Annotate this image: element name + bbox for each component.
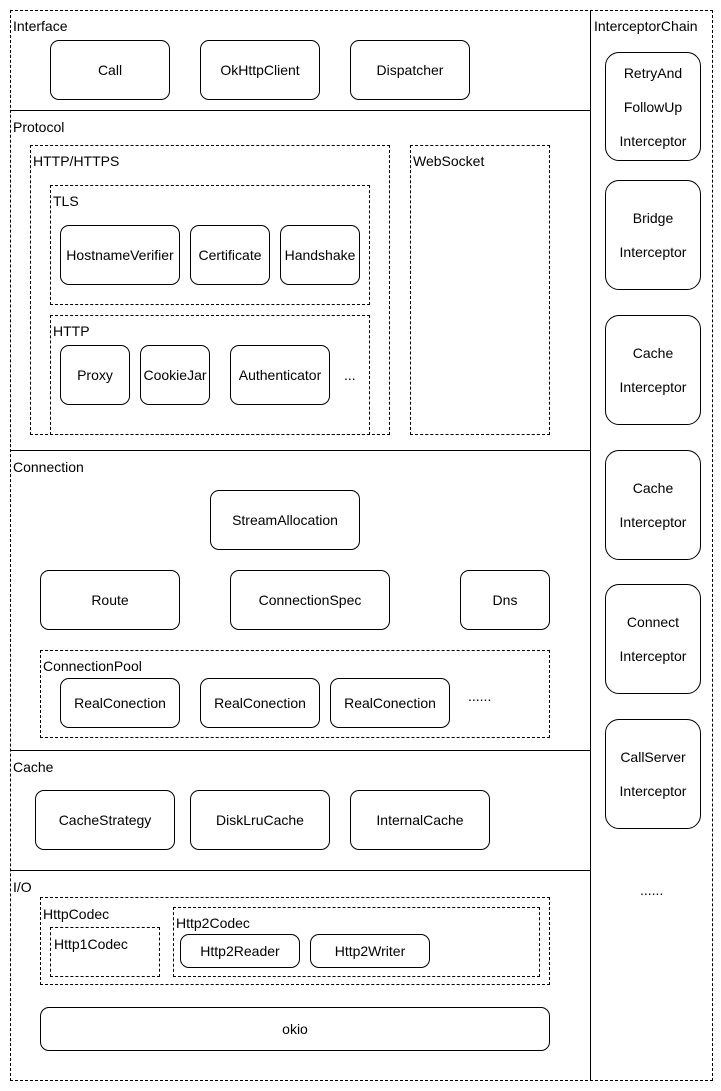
outer-frame xyxy=(10,10,713,1081)
cache-strategy-box: CacheStrategy xyxy=(35,790,175,850)
connection-pool-group xyxy=(40,650,550,738)
http1-codec-group xyxy=(50,927,160,977)
tls-label: TLS xyxy=(53,193,79,209)
cache1-line-2: Interceptor xyxy=(619,379,687,395)
connect-line-1: Connect xyxy=(626,614,680,630)
retry-line-3: Interceptor xyxy=(619,132,687,149)
divider-protocol-connection xyxy=(10,450,590,451)
protocol-label: Protocol xyxy=(13,119,65,135)
tls-group xyxy=(50,185,370,305)
divider-cache-io xyxy=(10,870,590,871)
proxy-box: Proxy xyxy=(60,345,130,405)
io-label: I/O xyxy=(13,879,32,895)
http-more-ellipsis: ... xyxy=(344,367,356,383)
websocket-label: WebSocket xyxy=(413,153,485,169)
cache-interceptor-2-box: Cache Interceptor xyxy=(605,450,701,560)
cache-label: Cache xyxy=(13,759,54,775)
real-connection-1-box: RealConection xyxy=(60,678,180,728)
interface-label: Interface xyxy=(13,18,68,34)
retry-follow-up-interceptor-box: RetryAnd FollowUp Interceptor xyxy=(605,52,701,161)
disk-lru-cache-box: DiskLruCache xyxy=(190,790,330,850)
route-box: Route xyxy=(40,570,180,630)
http2-codec-label: Http2Codec xyxy=(176,915,250,931)
hostname-verifier-box: HostnameVerifier xyxy=(60,225,180,285)
http-label: HTTP xyxy=(53,323,90,339)
cache2-line-1: Cache xyxy=(632,480,674,496)
real-connection-3-box: RealConection xyxy=(330,678,450,728)
cache1-line-1: Cache xyxy=(632,345,674,361)
interceptor-chain-label: InterceptorChain xyxy=(594,18,698,34)
pool-more-ellipsis: ...... xyxy=(468,688,492,704)
okhttpclient-box: OkHttpClient xyxy=(200,40,320,100)
real-connection-2-box: RealConection xyxy=(200,678,320,728)
call-box: Call xyxy=(50,40,170,100)
dispatcher-box: Dispatcher xyxy=(350,40,470,100)
http-https-label: HTTP/HTTPS xyxy=(33,153,120,169)
bridge-interceptor-box: Bridge Interceptor xyxy=(605,180,701,290)
bridge-line-2: Interceptor xyxy=(619,244,687,260)
http-group xyxy=(50,315,370,435)
okio-box: okio xyxy=(40,1007,550,1051)
interceptor-more-ellipsis: ...... xyxy=(640,882,664,898)
cache-interceptor-1-box: Cache Interceptor xyxy=(605,315,701,425)
bridge-line-1: Bridge xyxy=(632,210,674,226)
connect-line-2: Interceptor xyxy=(619,648,687,664)
http2-writer-box: Http2Writer xyxy=(310,934,430,968)
dns-box: Dns xyxy=(460,570,550,630)
cache2-line-2: Interceptor xyxy=(619,514,687,530)
callserver-interceptor-box: CallServer Interceptor xyxy=(605,719,701,829)
http1-codec-label: Http1Codec xyxy=(54,936,128,952)
callserver-line-1: CallServer xyxy=(620,749,686,765)
connection-spec-box: ConnectionSpec xyxy=(230,570,390,630)
retry-line-1: RetryAnd xyxy=(623,64,683,81)
websocket-group xyxy=(410,145,550,435)
handshake-box: Handshake xyxy=(280,225,360,285)
connection-pool-label: ConnectionPool xyxy=(43,658,142,674)
certificate-box: Certificate xyxy=(190,225,270,285)
divider-interface-protocol xyxy=(10,110,590,111)
http2-reader-box: Http2Reader xyxy=(180,934,300,968)
connect-interceptor-box: Connect Interceptor xyxy=(605,584,701,694)
divider-connection-cache xyxy=(10,750,590,751)
http-codec-group xyxy=(40,897,550,985)
stream-allocation-box: StreamAllocation xyxy=(210,490,360,550)
callserver-line-2: Interceptor xyxy=(619,783,687,799)
retry-line-2: FollowUp xyxy=(623,98,683,115)
chain-divider xyxy=(590,10,591,1081)
http-codec-label: HttpCodec xyxy=(43,906,110,922)
http2-codec-group xyxy=(173,907,540,977)
connection-label: Connection xyxy=(13,459,84,475)
authenticator-box: Authenticator xyxy=(230,345,330,405)
internal-cache-box: InternalCache xyxy=(350,790,490,850)
cookiejar-box: CookieJar xyxy=(140,345,210,405)
